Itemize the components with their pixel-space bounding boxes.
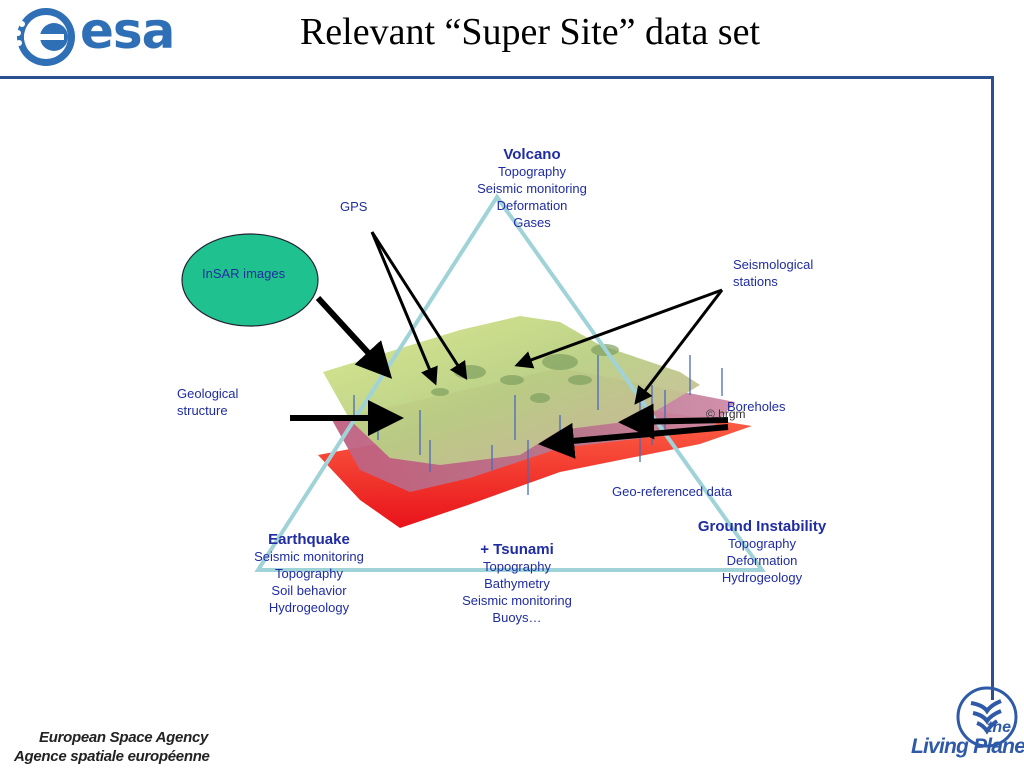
earthquake-item: Topography [275, 566, 343, 581]
ground-instability-heading: Ground Instability [697, 518, 827, 535]
right-border [991, 76, 994, 700]
seismological-label: Seismological stations [733, 256, 813, 290]
esa-logo-text: esa [80, 2, 175, 60]
earthquake-item: Seismic monitoring [254, 549, 364, 564]
ground-instability-block: Ground Instability Topography Deformatio… [672, 518, 852, 586]
gps-label: GPS [340, 199, 368, 214]
hazard-triangle [254, 193, 766, 572]
georeferenced-label: Geo-referenced data [612, 484, 732, 499]
slide-title: Relevant “Super Site” data set [299, 11, 761, 53]
living-planet-text: Living Planet [911, 735, 1024, 758]
tsunami-block: + Tsunami Topography Bathymetry Seismic … [437, 541, 597, 626]
brgm-credit: © brgm [706, 407, 746, 421]
volcano-item: Topography [498, 164, 566, 179]
agency-name: European Space Agency Agence spatiale eu… [14, 728, 210, 766]
volcano-item: Deformation [496, 198, 568, 213]
ground-instability-item: Deformation [726, 553, 798, 568]
ground-instability-item: Topography [728, 536, 796, 551]
living-planet-logo: the Living Planet [905, 685, 1024, 768]
geological-label-line: Geological [177, 386, 239, 401]
tsunami-item: Bathymetry [484, 576, 550, 591]
seismological-label-line: stations [733, 274, 778, 289]
arrow-boreholes-2 [538, 422, 729, 459]
arrow-gps-2 [370, 231, 468, 381]
volcano-block: Volcano Topography Seismic monitoring De… [452, 146, 612, 231]
living-planet-icon [956, 686, 1018, 748]
earthquake-item: Soil behavior [271, 583, 347, 598]
insar-ellipse [181, 233, 319, 327]
ground-instability-item: Hydrogeology [721, 570, 803, 585]
volcano-item: Gases [513, 215, 551, 230]
arrow-gps-1 [370, 231, 438, 386]
tsunami-item: Buoys… [492, 610, 542, 625]
geological-label: Geological structure [177, 385, 238, 419]
arrow-insar [315, 295, 393, 379]
esa-logo: esa [8, 2, 198, 66]
arrow-seismo-2 [634, 289, 724, 405]
boreholes-label: Boreholes [727, 399, 786, 414]
earthquake-heading: Earthquake [268, 531, 350, 548]
insar-label: InSAR images [202, 266, 286, 281]
arrow-seismo-1 [514, 288, 723, 369]
volcano-item: Seismic monitoring [477, 181, 587, 196]
arrow-boreholes-1 [618, 403, 729, 440]
agency-name-en: European Space Agency [39, 729, 209, 746]
earthquake-block: Earthquake Seismic monitoring Topography… [229, 531, 389, 616]
pointer-arrows [290, 231, 729, 459]
tsunami-item: Topography [483, 559, 551, 574]
header-divider [0, 76, 994, 79]
tsunami-item: Seismic monitoring [462, 593, 572, 608]
geological-label-line: structure [177, 403, 228, 418]
esa-logo-icon [15, 8, 75, 66]
agency-name-fr: Agence spatiale européenne [14, 748, 210, 765]
living-planet-the: the [987, 719, 1011, 736]
volcano-heading: Volcano [503, 146, 561, 163]
tsunami-heading: + Tsunami [480, 541, 554, 558]
earthquake-item: Hydrogeology [268, 600, 350, 615]
seismological-label-line: Seismological [733, 257, 814, 272]
